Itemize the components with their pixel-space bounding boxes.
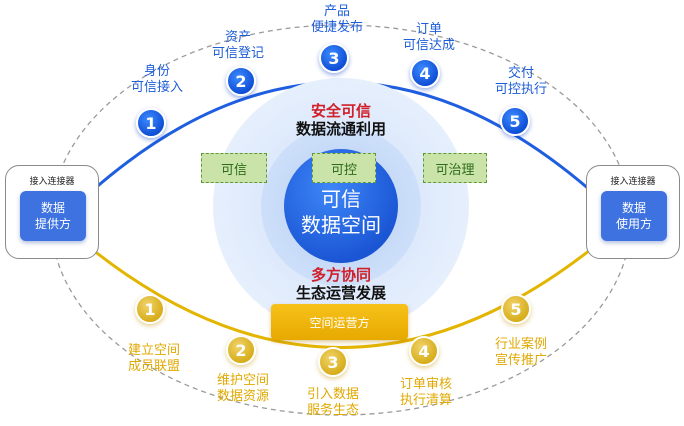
consumer-line2: 使用方 xyxy=(615,217,652,231)
top-step-1-label: 身份可信接入 xyxy=(130,64,183,95)
connector-title: 接入连接器 xyxy=(610,177,656,187)
bottom-step-4-node: 4 xyxy=(409,336,439,366)
top-step-5-node: 5 xyxy=(500,106,530,136)
top-step-2-node: 2 xyxy=(226,66,256,96)
center-line1: 可信 xyxy=(321,187,361,211)
top-step-4-node: 4 xyxy=(410,58,440,88)
top-headline: 安全可信 数据流通利用 xyxy=(241,102,441,138)
bottom-step-5-node: 5 xyxy=(501,294,531,324)
top-step-3-label: 产品便捷发布 xyxy=(310,4,363,35)
top-step-4-label: 订单可信达成 xyxy=(402,22,455,53)
data-provider-block: 数据 提供方 xyxy=(20,191,86,241)
bottom-step-5-label: 行业案例宣传推广 xyxy=(494,337,547,368)
tag-controllable: 可控 xyxy=(312,153,376,183)
space-operator-box: 空间运营方 xyxy=(271,304,408,340)
connector-title: 接入连接器 xyxy=(29,177,75,187)
top-step-5-label: 交付可控执行 xyxy=(494,66,547,97)
top-headline-red: 安全可信 xyxy=(310,102,371,120)
tag-governable: 可治理 xyxy=(423,153,487,183)
top-step-1-node: 1 xyxy=(136,108,166,138)
bottom-headline: 多方协同 生态运营发展 xyxy=(241,266,441,302)
top-step-2-label: 资产可信登记 xyxy=(211,30,264,61)
bottom-step-2-node: 2 xyxy=(226,335,256,365)
bottom-step-4-label: 订单审核执行清算 xyxy=(399,377,452,408)
bottom-step-2-label: 维护空间数据资源 xyxy=(216,373,269,404)
bottom-step-3-node: 3 xyxy=(318,347,348,377)
bottom-step-1-node: 1 xyxy=(135,294,165,324)
top-step-3-node: 3 xyxy=(319,43,349,73)
consumer-line1: 数据 xyxy=(621,201,646,215)
data-consumer-block: 数据 使用方 xyxy=(601,191,667,241)
data-consumer-box: 接入连接器 数据 使用方 xyxy=(586,165,680,259)
center-line2: 数据空间 xyxy=(301,213,381,237)
center-label: 可信 数据空间 xyxy=(284,186,398,238)
bottom-headline-black: 生态运营发展 xyxy=(295,284,386,302)
top-headline-black: 数据流通利用 xyxy=(295,120,386,138)
bottom-step-1-label: 建立空间成员联盟 xyxy=(127,343,180,374)
provider-line2: 提供方 xyxy=(34,217,71,231)
data-provider-box: 接入连接器 数据 提供方 xyxy=(5,165,99,259)
provider-line1: 数据 xyxy=(40,201,65,215)
bottom-step-3-label: 引入数据服务生态 xyxy=(306,387,359,418)
bottom-headline-red: 多方协同 xyxy=(310,266,371,284)
tag-trusted: 可信 xyxy=(201,153,267,183)
